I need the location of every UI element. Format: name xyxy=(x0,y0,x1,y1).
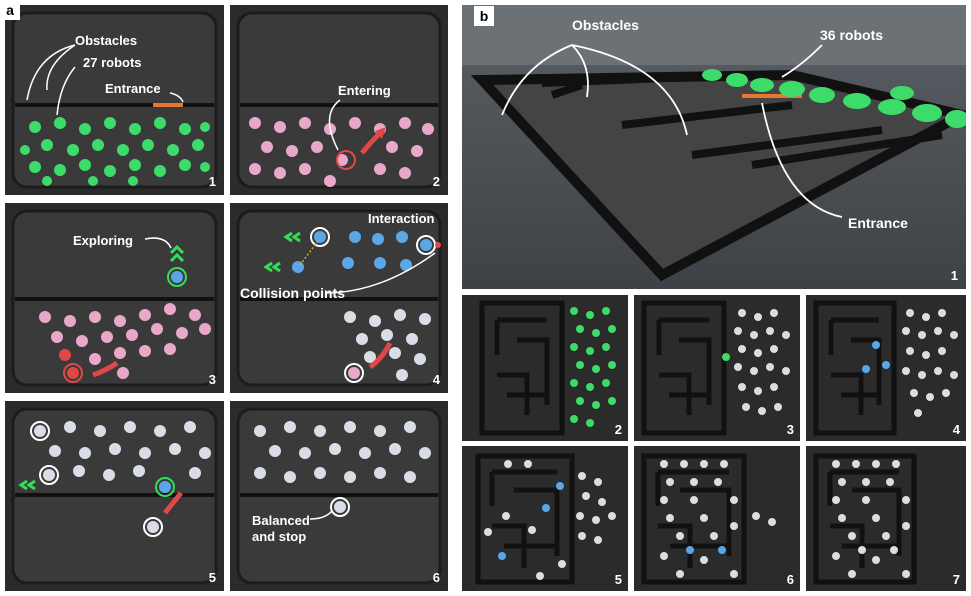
frame-number: 2 xyxy=(614,422,622,437)
entering-highlight xyxy=(336,150,356,170)
robot-group xyxy=(292,231,432,381)
stop-label: and stop xyxy=(252,529,307,544)
balanced-label: Balanced xyxy=(252,513,310,528)
robot-group xyxy=(254,421,431,513)
exploring-label: Exploring xyxy=(73,233,133,248)
robot-group xyxy=(20,117,210,186)
frame-image xyxy=(236,407,442,585)
panel-a-frame-5: 5 xyxy=(5,401,224,591)
entrance-bar xyxy=(742,94,802,98)
panel-b-frame-3: 3 xyxy=(634,295,800,441)
panel-a-frame-1: Obstacles 27 robots Entrance 1 xyxy=(5,5,224,195)
panel-b-frame-4: 4 xyxy=(806,295,966,441)
frame-number: 5 xyxy=(208,570,216,585)
frame-number: 2 xyxy=(432,174,440,189)
frame-image xyxy=(813,453,917,585)
collision-label: Collision points xyxy=(240,285,345,301)
frame-image xyxy=(479,300,616,436)
frame-image xyxy=(236,11,442,189)
panel-a-frame-3: Exploring 3 xyxy=(5,203,224,393)
panel-b-frame-7: 7 xyxy=(806,446,966,591)
exploring-highlight xyxy=(167,267,187,287)
robot-group xyxy=(702,69,966,128)
frame-image xyxy=(11,11,218,189)
frame-image xyxy=(11,407,218,585)
panel-b-frame-2: 2 xyxy=(462,295,628,441)
frame-number: 3 xyxy=(208,372,216,387)
obstacles-label: Obstacles xyxy=(572,17,639,33)
frame-image xyxy=(641,300,790,436)
frame-number: 7 xyxy=(952,572,960,587)
frame-number: 4 xyxy=(952,422,960,437)
frame-number: 6 xyxy=(786,572,794,587)
frame-image xyxy=(475,453,616,585)
panel-a-label: a xyxy=(0,0,20,20)
entrance-label: Entrance xyxy=(105,81,161,96)
frame-number: 1 xyxy=(208,174,216,189)
frame-image xyxy=(11,209,218,387)
interaction-label: Interaction xyxy=(368,211,435,226)
frame-number: 5 xyxy=(614,572,622,587)
robots-label: 36 robots xyxy=(820,27,884,43)
entering-label: Entering xyxy=(338,83,391,98)
panel-a-frame-4: Interaction Collision points 4 xyxy=(230,203,448,393)
robot-group xyxy=(39,271,211,379)
panel-b-frame-6: 6 xyxy=(634,446,800,591)
frame-image xyxy=(462,5,966,289)
panel-b-frame-5: 5 xyxy=(462,446,628,591)
panel-b-label: b xyxy=(474,6,494,26)
frame-number: 3 xyxy=(786,422,794,437)
frame-number: 6 xyxy=(432,570,440,585)
panel-b-main-photo: Obstacles 36 robots Entrance 1 xyxy=(462,5,966,289)
panel-a-frame-6: Balanced and stop 6 xyxy=(230,401,448,591)
frame-number: 1 xyxy=(950,268,958,283)
panel-a-frame-2: Entering 2 xyxy=(230,5,448,195)
frame-image xyxy=(813,300,958,436)
entrance-label: Entrance xyxy=(848,215,908,231)
obstacles-label: Obstacles xyxy=(75,33,138,48)
entrance-bar xyxy=(153,103,183,107)
frame-number: 4 xyxy=(432,372,440,387)
robot-group xyxy=(34,421,211,533)
robot-group xyxy=(249,117,434,187)
robots-label: 27 robots xyxy=(83,55,142,70)
frame-image xyxy=(641,453,776,585)
frame-image xyxy=(236,209,442,387)
